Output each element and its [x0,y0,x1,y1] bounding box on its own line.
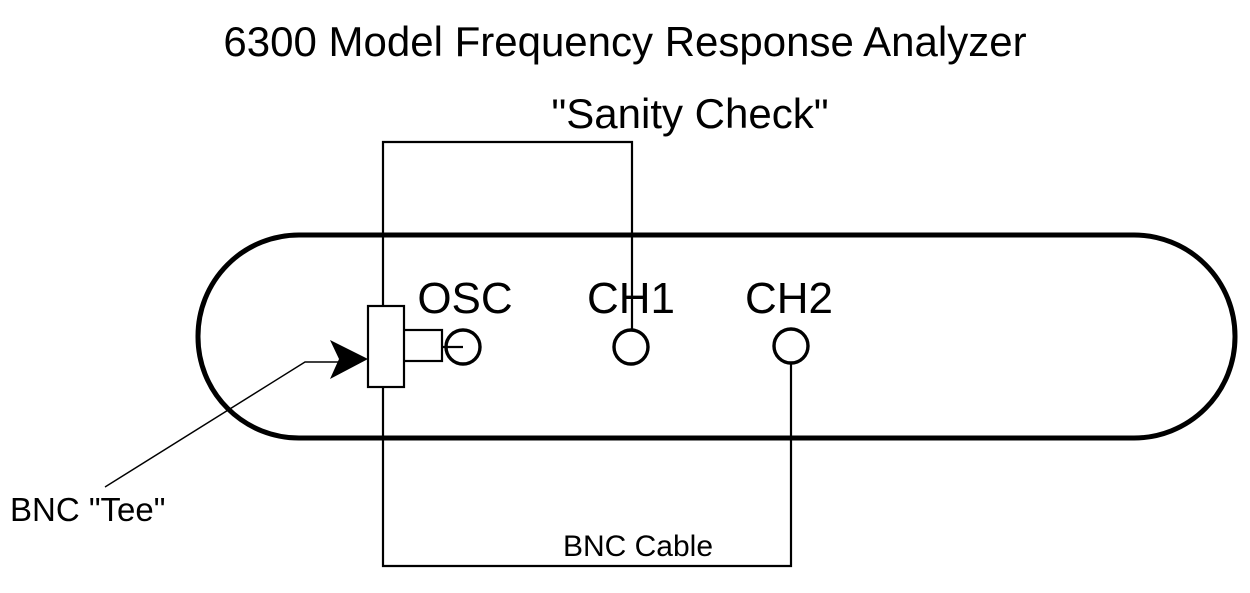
port-label-ch1: CH1 [587,274,675,323]
bnc-cable-bottom-wire [381,347,793,568]
analyzer-front-panel [195,232,1238,441]
bnc-tee-body [366,304,406,389]
annotation-bnc-cable: BNC Cable [563,530,713,563]
page-title-line1: 6300 Model Frequency Response Analyzer [223,18,1026,65]
port-label-ch2: CH2 [745,274,833,323]
annotation-bnc-cable-backdrop [543,522,733,564]
annotation-bnc-tee: BNC "Tee" [10,491,165,528]
bnc-cable-top-wire [381,140,634,347]
bnc-jack-ch2[interactable] [772,327,810,365]
page-title-line2: "Sanity Check" [551,90,828,137]
port-label-osc: OSC [417,274,512,323]
bnc-jack-ch1[interactable] [612,328,650,366]
bnc-tee-arrow-icon [330,340,368,379]
